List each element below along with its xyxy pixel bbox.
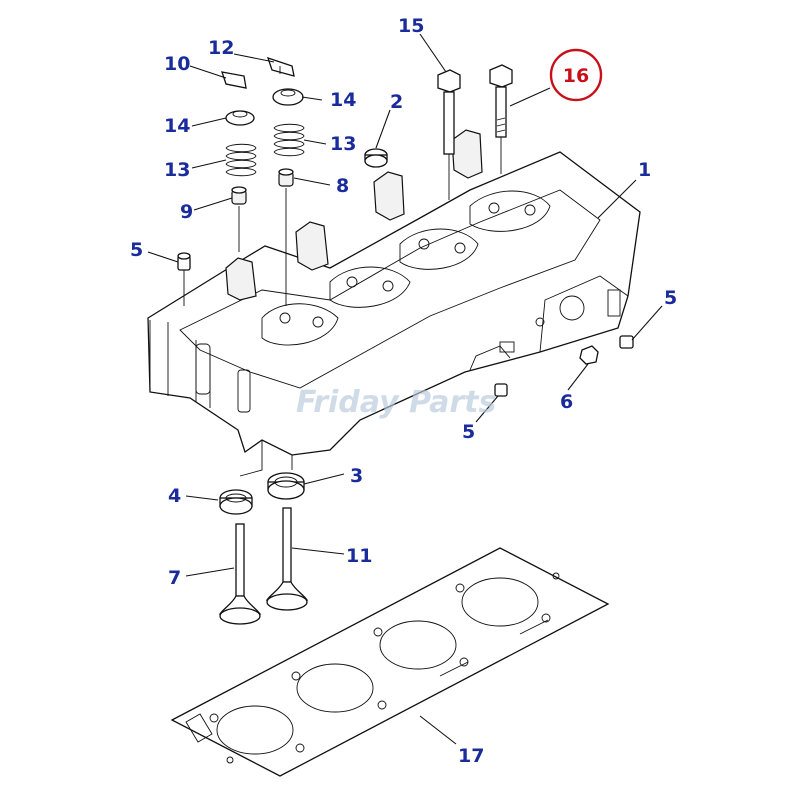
callout-3: 3 — [350, 465, 363, 487]
callout-5b: 5 — [664, 287, 677, 309]
callout-9: 7 — [168, 567, 181, 589]
callout-13b: 13 — [330, 133, 356, 155]
callout-15: 15 — [398, 15, 424, 37]
callout-4: 4 — [168, 485, 181, 507]
exhaust-valve-9 — [218, 523, 262, 625]
intake-valve-11 — [265, 507, 309, 611]
valve-seat-insert-4 — [219, 489, 253, 515]
callout-5c: 5 — [462, 421, 475, 443]
callout-16: 16 — [563, 65, 589, 87]
watermark-text: Friday Parts — [296, 385, 496, 420]
valve-spring-13b — [273, 123, 305, 157]
head-bolt-16 — [489, 64, 513, 138]
plug-5b — [619, 335, 634, 349]
callout-14b: 14 — [330, 89, 356, 111]
valve-cotter-12 — [266, 56, 295, 77]
callout-12: 12 — [208, 37, 234, 59]
callout-2: 2 — [390, 91, 403, 113]
valve-seat-insert-3 — [267, 472, 305, 500]
leader-lines — [147, 33, 663, 745]
cylinder-head — [147, 129, 641, 477]
callout-labels: 15 1 2 12 10 14 14 13 13 8 9 5 5 6 5 3 4… — [130, 15, 677, 767]
head-gasket-17 — [170, 547, 610, 777]
valve-stem-seal-7 — [278, 168, 294, 187]
plug-5c — [494, 383, 508, 397]
spring-retainer-14b — [272, 88, 304, 106]
valve-spring-13a — [225, 143, 257, 177]
plug-5a — [177, 252, 191, 271]
callout-11: 11 — [346, 545, 372, 567]
spring-retainer-14a — [225, 110, 255, 126]
valve-stem-seal-8 — [231, 186, 247, 205]
callout-7: 8 — [336, 175, 349, 197]
o-ring-2 — [364, 148, 388, 168]
callout-13a: 13 — [164, 159, 190, 181]
callout-17: 17 — [458, 745, 484, 767]
callout-6: 6 — [560, 391, 573, 413]
callout-5a: 5 — [130, 239, 143, 261]
callout-14a: 14 — [164, 115, 190, 137]
callout-10: 10 — [164, 53, 190, 75]
nozzle-6 — [579, 345, 599, 365]
callout-8: 9 — [180, 201, 193, 223]
callout-1: 1 — [638, 159, 651, 181]
valve-cotter-10 — [221, 71, 247, 89]
callout-16-highlight: 16 — [549, 48, 603, 102]
